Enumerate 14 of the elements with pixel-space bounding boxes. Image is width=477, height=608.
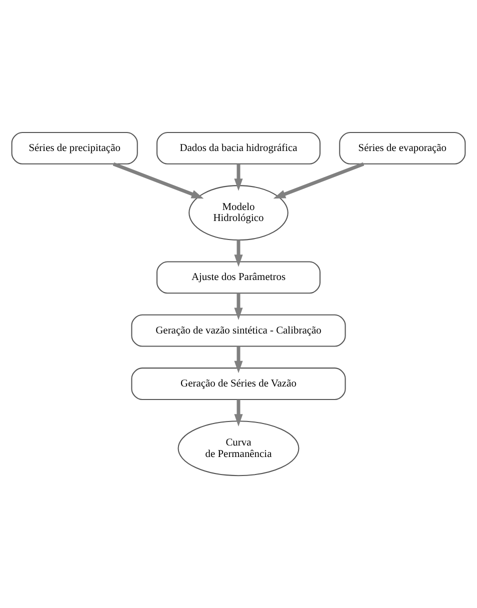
node-box: Geração de vazão sintética - Calibração [131,314,346,347]
arrow [234,346,243,374]
arrow [273,162,364,199]
arrow [234,400,243,426]
arrow [112,162,204,199]
node-box: Geração de Séries de Vazão [131,368,346,400]
node-box: Ajuste dos Parâmetros [156,261,321,294]
node-box: Séries de precipitação [11,132,138,164]
node-ellipse: Curva de Permanência [178,420,300,476]
arrow [234,164,243,191]
arrow [234,293,243,320]
node-box: Séries de evaporação [339,132,466,164]
arrow [234,240,243,267]
node-box: Dados da bacia hidrográfica [156,132,321,164]
